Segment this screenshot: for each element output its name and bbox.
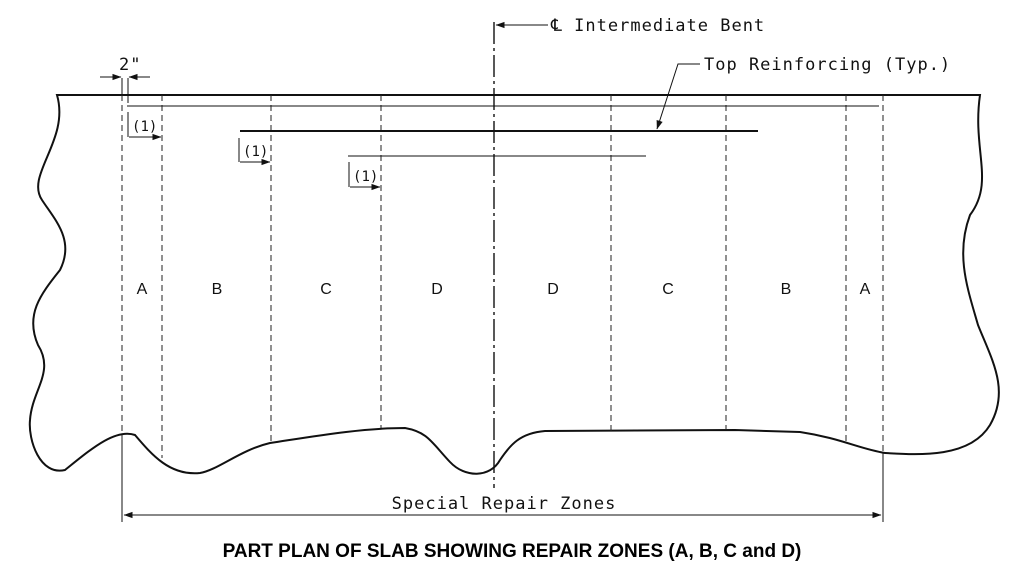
zone-label-c-left: C	[320, 281, 332, 298]
zone-label-a-right: A	[860, 281, 871, 298]
zone-label-c-right: C	[662, 281, 674, 298]
top-reinforcing-label: Top Reinforcing (Typ.)	[704, 55, 951, 75]
zone-label-d-left: D	[431, 281, 443, 298]
dimension-2in-label: 2"	[119, 55, 141, 75]
note-callout-2: (1)	[238, 138, 271, 166]
centerline-callout: ℄ Intermediate Bent	[495, 16, 765, 36]
top-reinforcing-leader: Top Reinforcing (Typ.)	[656, 55, 951, 130]
note-2-text: (1)	[243, 144, 268, 160]
special-repair-zones-dimension: Special Repair Zones	[121, 440, 884, 522]
zone-label-d-right: D	[547, 281, 559, 298]
special-repair-zones-label: Special Repair Zones	[392, 494, 617, 514]
dimension-2in: 2"	[100, 55, 150, 103]
note-1-text: (1)	[132, 119, 157, 135]
centerline-label: ℄ Intermediate Bent	[550, 16, 765, 36]
note-3-text: (1)	[353, 169, 378, 185]
note-callout-1: (1)	[127, 112, 162, 141]
zone-boundaries	[121, 95, 884, 458]
zone-labels: A B C D D C B A	[137, 281, 871, 298]
figure-title: PART PLAN OF SLAB SHOWING REPAIR ZONES (…	[223, 541, 802, 562]
slab-outline	[28, 94, 1000, 475]
zone-label-b-right: B	[781, 281, 792, 298]
note-callout-3: (1)	[348, 162, 381, 191]
zone-label-b-left: B	[212, 281, 223, 298]
zone-label-a-left: A	[137, 281, 148, 298]
